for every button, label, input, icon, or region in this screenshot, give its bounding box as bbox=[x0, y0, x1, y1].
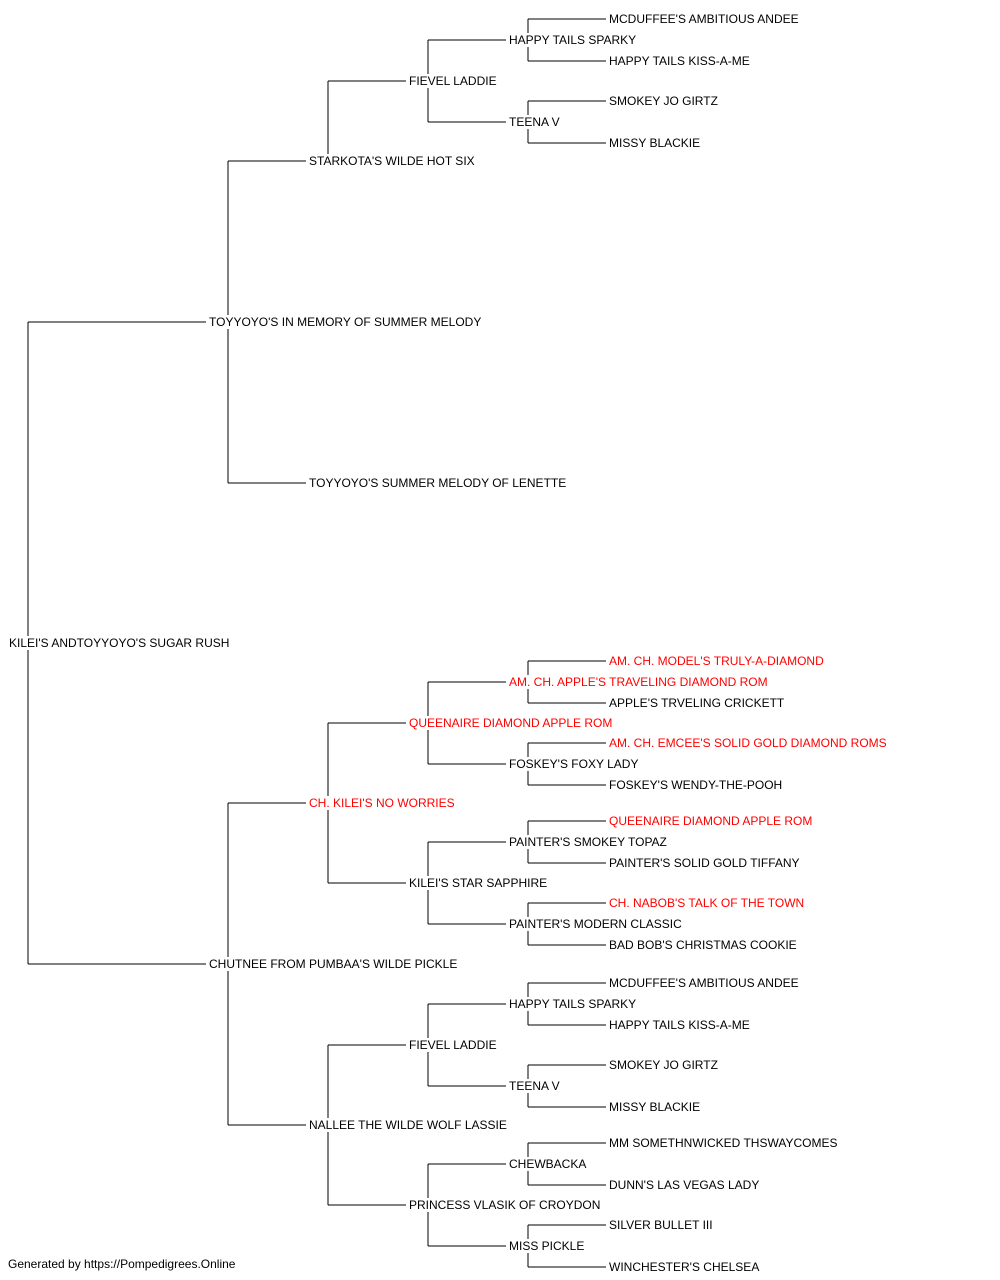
generator-footer: Generated by https://Pompedigrees.Online bbox=[8, 1257, 236, 1271]
ancestor-name: FIEVEL LADDIE bbox=[408, 1038, 498, 1052]
ancestor-name: MISSY BLACKIE bbox=[608, 136, 702, 150]
ancestor-name: APPLE'S TRVELING CRICKETT bbox=[608, 696, 786, 710]
ancestor-name: KILEI'S STAR SAPPHIRE bbox=[408, 876, 549, 890]
ancestor-name: MCDUFFEE'S AMBITIOUS ANDEE bbox=[608, 976, 800, 990]
ancestor-name: PRINCESS VLASIK OF CROYDON bbox=[408, 1198, 602, 1212]
ancestor-name: SMOKEY JO GIRTZ bbox=[608, 94, 719, 108]
ancestor-name: CHUTNEE FROM PUMBAA'S WILDE PICKLE bbox=[208, 957, 459, 971]
ancestor-name: MISS PICKLE bbox=[508, 1239, 586, 1253]
ancestor-name: SILVER BULLET III bbox=[608, 1218, 714, 1232]
ancestor-name: DUNN'S LAS VEGAS LADY bbox=[608, 1178, 761, 1192]
ancestor-name: AM. CH. APPLE'S TRAVELING DIAMOND ROM bbox=[508, 675, 769, 689]
ancestor-name: TEENA V bbox=[508, 115, 561, 129]
ancestor-name: HAPPY TAILS SPARKY bbox=[508, 33, 638, 47]
ancestor-name: TOYYOYO'S IN MEMORY OF SUMMER MELODY bbox=[208, 315, 483, 329]
ancestor-name: HAPPY TAILS KISS-A-ME bbox=[608, 1018, 751, 1032]
ancestor-name: CHEWBACKA bbox=[508, 1157, 588, 1171]
ancestor-name: FIEVEL LADDIE bbox=[408, 74, 498, 88]
ancestor-name: PAINTER'S SMOKEY TOPAZ bbox=[508, 835, 668, 849]
ancestor-name: STARKOTA'S WILDE HOT SIX bbox=[308, 154, 476, 168]
ancestor-name: FOSKEY'S FOXY LADY bbox=[508, 757, 640, 771]
ancestor-name: HAPPY TAILS SPARKY bbox=[508, 997, 638, 1011]
ancestor-name: HAPPY TAILS KISS-A-ME bbox=[608, 54, 751, 68]
ancestor-name: MCDUFFEE'S AMBITIOUS ANDEE bbox=[608, 12, 800, 26]
ancestor-name: MISSY BLACKIE bbox=[608, 1100, 702, 1114]
ancestor-name: AM. CH. EMCEE'S SOLID GOLD DIAMOND ROMS bbox=[608, 736, 888, 750]
ancestor-name: QUEENAIRE DIAMOND APPLE ROM bbox=[408, 716, 614, 730]
subject-dog-name: KILEI'S ANDTOYYOYO'S SUGAR RUSH bbox=[8, 636, 231, 650]
ancestor-name: MM SOMETHNWICKED THSWAYCOMES bbox=[608, 1136, 839, 1150]
ancestor-name: NALLEE THE WILDE WOLF LASSIE bbox=[308, 1118, 508, 1132]
ancestor-name: QUEENAIRE DIAMOND APPLE ROM bbox=[608, 814, 814, 828]
ancestor-name: AM. CH. MODEL'S TRULY-A-DIAMOND bbox=[608, 654, 825, 668]
ancestor-name: CH. KILEI'S NO WORRIES bbox=[308, 796, 456, 810]
ancestor-name: PAINTER'S MODERN CLASSIC bbox=[508, 917, 683, 931]
ancestor-name: SMOKEY JO GIRTZ bbox=[608, 1058, 719, 1072]
ancestor-name: BAD BOB'S CHRISTMAS COOKIE bbox=[608, 938, 798, 952]
ancestor-name: TOYYOYO'S SUMMER MELODY OF LENETTE bbox=[308, 476, 568, 490]
ancestor-name: FOSKEY'S WENDY-THE-POOH bbox=[608, 778, 784, 792]
ancestor-name: TEENA V bbox=[508, 1079, 561, 1093]
ancestor-name: WINCHESTER'S CHELSEA bbox=[608, 1260, 761, 1274]
ancestor-name: CH. NABOB'S TALK OF THE TOWN bbox=[608, 896, 806, 910]
ancestor-name: PAINTER'S SOLID GOLD TIFFANY bbox=[608, 856, 801, 870]
